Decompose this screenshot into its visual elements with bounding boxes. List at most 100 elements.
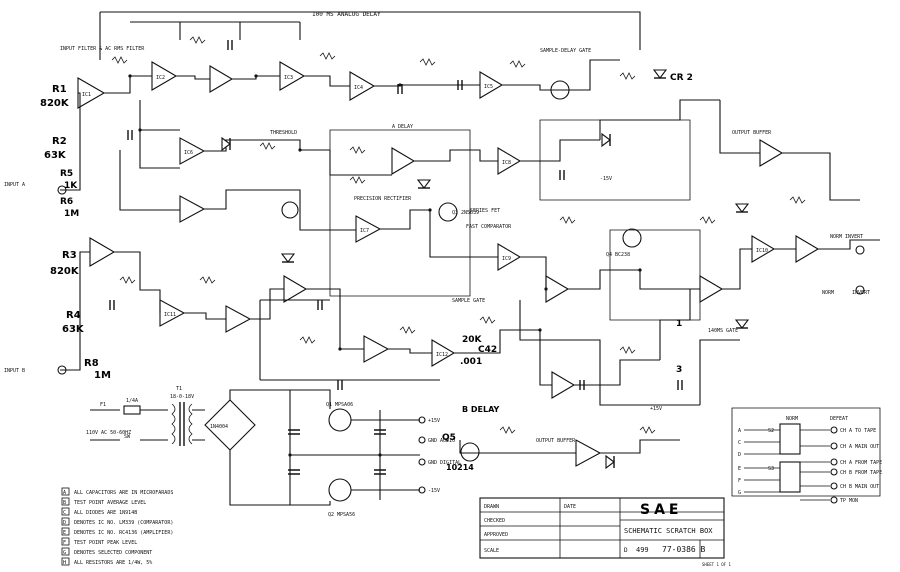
note-mark-2: B (63, 500, 66, 506)
opamp-ic8b (795, 235, 820, 263)
tb-drawing-no: 77-0386 B (662, 545, 706, 554)
hw-20k: 20K (462, 335, 483, 345)
sample-delay-gate-label: SAMPLE-DELAY GATE (540, 48, 591, 54)
title-block: DRAWN CHECKED APPROVED DATE SCALE SAE SC… (479, 497, 731, 567)
switch-letter-g: G (738, 490, 741, 496)
psu-gnd-digital: GND DIGITAL (428, 460, 461, 466)
hw-r6-val: 1M (64, 209, 79, 219)
opamp-ic4a (179, 137, 206, 165)
tb-title: SCHEMATIC SCRATCH BOX (624, 527, 713, 535)
hw-c42: C42 (478, 345, 497, 355)
tb-date: DATE (564, 504, 576, 510)
ic9-label: IC9 (502, 256, 511, 262)
note-1: ALL CAPACITORS ARE IN MICROFARADS (74, 490, 173, 496)
switch-s2 (779, 423, 801, 455)
switch-row-5: CH B MAIN OUT (840, 484, 879, 490)
fast-comparator-label: FAST COMPARATOR (466, 224, 512, 230)
ic2-label: IC2 (156, 75, 165, 81)
input-b-label: INPUT B (4, 368, 25, 374)
transistor-q5 (460, 442, 480, 462)
output-buffer-a-label: OUTPUT BUFFER (732, 130, 772, 136)
hw-r4-val: 63K (62, 324, 85, 335)
lowpass-gate-label: 140MS GATE (708, 328, 738, 334)
ic11-label: IC11 (164, 312, 176, 318)
output-buffer-b-label: OUTPUT BUFFER (536, 438, 576, 444)
q4-label: Q4 BC238 (606, 252, 630, 258)
notes-block: A ALL CAPACITORS ARE IN MICROFARADS B TE… (61, 487, 173, 566)
ic1-label: IC1 (82, 92, 91, 98)
switch-letter-f: F (738, 478, 741, 484)
switch-s3 (779, 461, 801, 493)
opamp-ic2a (209, 65, 234, 93)
switch-row-4: CH B FROM TAPE (840, 470, 882, 476)
sample-gate-label: SAMPLE GATE (452, 298, 485, 304)
switch-s2-label: S2 (768, 428, 774, 434)
switch-letter-c: C (738, 440, 741, 446)
opamp-ic10b (225, 305, 252, 333)
buffer-v15n: -15V (600, 176, 612, 182)
psu-gnd-audio: GND AUDIO (428, 438, 455, 444)
note-3: ALL DIODES ARE 1N914B (74, 510, 137, 516)
opamp-group (77, 61, 820, 467)
tb-company: SAE (640, 502, 682, 518)
transistors: Q1 MPSA06 Q2 MPSA56 Q3 2N5639 Q4 BC238 (281, 80, 642, 518)
switch-row-6: TP MON (840, 498, 858, 504)
transistor-q6 (281, 201, 299, 219)
transistor-q1 (328, 408, 352, 432)
opamp-ic4b (179, 195, 206, 223)
hw-r2-val: 63K (44, 150, 67, 161)
t1-label: T1 (176, 386, 182, 392)
hw-r2: R2 (52, 136, 67, 147)
hw-cr2: CR 2 (670, 73, 693, 83)
threshold-label: THRESHOLD (270, 130, 297, 136)
tb-drawn: DRAWN (484, 504, 499, 510)
hw-001: .001 (460, 357, 482, 367)
opamp-ic9b (89, 237, 116, 267)
opamp-ic5b (391, 147, 416, 175)
hw-r6: R6 (60, 197, 73, 207)
tb-rev: 499 (636, 546, 649, 554)
input-filter-label: INPUT FILTER & AC RMS FILTER (60, 46, 145, 52)
output-a-jack (855, 245, 865, 255)
note-4: DENOTES IC NO. LM339 (COMPARATOR) (74, 520, 173, 526)
opamp-ic7b (699, 275, 724, 303)
tb-scale: SCALE (484, 548, 499, 554)
hw-r8: R8 (84, 358, 99, 369)
tb-approved: APPROVED (484, 532, 508, 538)
resistors (111, 36, 806, 434)
switch-row-3: CH A FROM TAPE (840, 460, 882, 466)
ic12-label: IC12 (436, 352, 448, 358)
output-b-jack (855, 285, 865, 295)
sw-label: SW (124, 434, 131, 440)
ic10-label: IC10 (756, 248, 768, 254)
invert-label: INVERT (852, 290, 870, 296)
switch-letter-e: E (738, 466, 741, 472)
psu-v15p: +15V (428, 418, 440, 424)
hw-q5-part: 10214 (446, 463, 474, 472)
ic-labels: IC1 IC2 IC3 IC4 IC5 IC6 IC7 IC8 IC9 IC10… (82, 75, 768, 358)
transistor-q3 (438, 202, 458, 222)
input-b-jack (57, 365, 67, 375)
junction-dots (128, 74, 642, 457)
switch-row-2: CH A MAIN OUT (840, 444, 879, 450)
ic5-label: IC5 (484, 84, 493, 90)
hw-r4: R4 (66, 310, 81, 321)
opamp-buffer (575, 439, 602, 467)
top-delay-label: 100 MS ANALOG DELAY (312, 11, 381, 18)
diodes (221, 69, 750, 470)
hw-r1-val: 820K (40, 98, 70, 109)
switch-s3-label: S3 (768, 466, 774, 472)
switch-letter-a: A (738, 428, 741, 434)
note-mark-8: H (63, 560, 66, 566)
hw-r5-val: 1K (64, 181, 78, 191)
transistor-q4 (622, 228, 642, 248)
ic8-label: IC8 (502, 160, 511, 166)
opamp-ic12b (551, 371, 576, 399)
f1-val: 1/4A (126, 398, 138, 404)
hw-r3: R3 (62, 250, 77, 261)
hw-bdel: B DELAY (462, 405, 500, 414)
ic7-label: IC7 (360, 228, 369, 234)
fuse-f1 (123, 405, 141, 415)
hw-q5: Q5 (442, 433, 456, 443)
